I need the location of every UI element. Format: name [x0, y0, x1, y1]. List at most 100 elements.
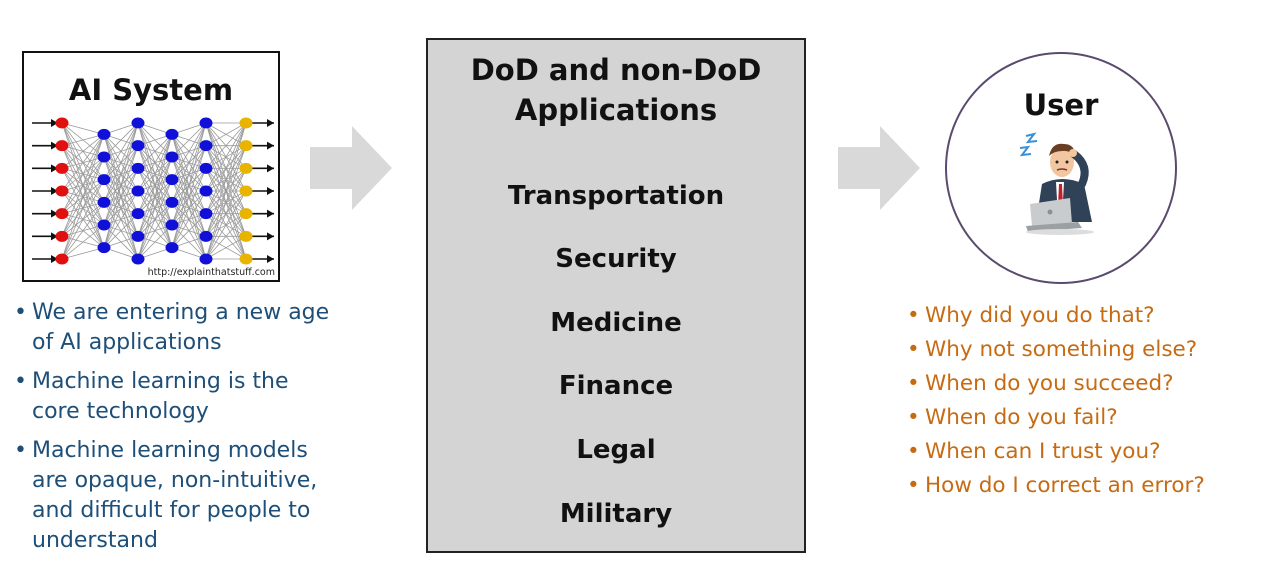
bullet-icon: • — [907, 303, 920, 328]
application-item: Military — [559, 499, 673, 529]
arrow-head-icon — [267, 141, 274, 150]
network-connection — [61, 122, 105, 135]
network-connection — [171, 122, 207, 248]
arrow-head-icon — [51, 141, 58, 150]
bullet-icon: • — [907, 473, 920, 498]
network-connection — [103, 190, 139, 248]
network-node — [165, 174, 179, 186]
application-item: Finance — [558, 371, 674, 401]
network-node — [165, 219, 179, 231]
network-node — [97, 151, 111, 163]
network-connection — [137, 179, 173, 260]
network-node — [239, 208, 253, 220]
network-node — [55, 140, 69, 152]
network-connection — [205, 145, 247, 260]
network-connection — [171, 122, 207, 158]
bullet-icon: • — [14, 300, 27, 325]
network-connection — [205, 190, 247, 260]
network-connection — [205, 122, 247, 147]
network-connection — [61, 202, 105, 260]
network-node — [131, 208, 145, 220]
network-connection — [171, 190, 207, 248]
arrow-head-icon — [267, 255, 274, 263]
bullet-icon: • — [907, 405, 920, 430]
network-connection — [61, 224, 105, 260]
network-node — [239, 185, 253, 197]
ai-system-title: AI System — [68, 73, 234, 107]
network-node — [239, 117, 253, 129]
application-item: Security — [555, 244, 677, 274]
network-connection — [137, 134, 173, 237]
network-connection — [103, 122, 139, 226]
network-node — [97, 174, 111, 186]
network-node — [131, 117, 145, 129]
network-connection — [137, 134, 173, 192]
network-connection — [137, 202, 173, 260]
network-node — [131, 140, 145, 152]
network-node — [97, 196, 111, 208]
network-connection — [205, 122, 247, 237]
bullet-icon: • — [907, 371, 920, 396]
network-node — [131, 185, 145, 197]
arrow-head-icon — [51, 119, 58, 127]
network-node — [199, 117, 213, 129]
application-item: Transportation — [507, 181, 725, 211]
ai-facts-list: •We are entering a new age of AI applica… — [12, 298, 342, 565]
network-connection — [61, 134, 105, 169]
neural-network-icon — [32, 117, 274, 265]
network-node — [199, 140, 213, 152]
list-item: •Why not something else? — [905, 333, 1255, 367]
network-node — [97, 219, 111, 231]
network-connection — [61, 134, 105, 192]
network-connection — [61, 134, 105, 237]
arrow-head-icon — [267, 232, 274, 241]
arrow-head-icon — [51, 209, 58, 218]
network-connection — [103, 122, 139, 158]
network-node — [55, 230, 69, 242]
network-connection — [205, 213, 247, 260]
network-connection — [205, 168, 247, 260]
user-circle: User — [945, 52, 1177, 284]
network-connection — [171, 213, 207, 248]
network-connection — [171, 122, 207, 203]
arrow-head-icon — [51, 232, 58, 241]
network-connection — [103, 122, 139, 248]
right-arrow-icon — [838, 126, 920, 210]
network-node — [97, 242, 111, 254]
network-node — [199, 185, 213, 197]
applications-box: DoD and non-DoD Applications Transportat… — [426, 38, 806, 553]
network-connection — [171, 168, 207, 248]
network-connection — [137, 156, 173, 260]
network-connection — [61, 134, 105, 260]
network-connection — [103, 168, 139, 248]
list-item: •When do you fail? — [905, 401, 1255, 435]
network-node — [199, 253, 213, 265]
list-item: •How do I correct an error? — [905, 469, 1255, 503]
network-node — [239, 162, 253, 174]
list-item: •We are entering a new age of AI applica… — [14, 300, 330, 355]
bullet-icon: • — [907, 439, 920, 464]
applications-title-line2: Applications — [514, 93, 718, 127]
arrow-head-icon — [267, 119, 274, 127]
network-node — [199, 230, 213, 242]
network-connection — [205, 122, 247, 192]
network-connection — [61, 179, 105, 260]
image-credit: http://explainthatstuff.com — [146, 267, 276, 278]
applications-title: DoD and non-DoD Applications — [428, 50, 804, 130]
network-connection — [103, 122, 139, 180]
list-item: •When do you succeed? — [905, 367, 1255, 401]
network-connection — [103, 122, 139, 203]
user-questions-list: •Why did you do that? •Why not something… — [905, 299, 1255, 503]
network-node — [131, 162, 145, 174]
network-node — [97, 128, 111, 140]
network-connection — [61, 133, 105, 147]
network-connection — [137, 224, 173, 260]
user-title: User — [1023, 88, 1099, 122]
network-node — [239, 230, 253, 242]
network-connection — [171, 122, 207, 226]
network-node — [165, 128, 179, 140]
network-node — [131, 253, 145, 265]
network-connection — [205, 122, 247, 260]
network-connection — [103, 213, 139, 248]
arrow-head-icon — [51, 255, 58, 263]
